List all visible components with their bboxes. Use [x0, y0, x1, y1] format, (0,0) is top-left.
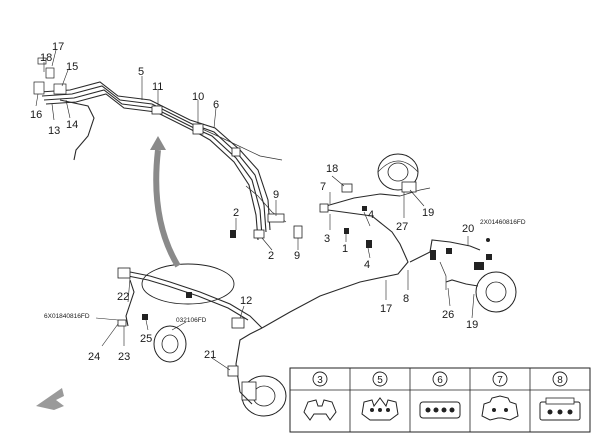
lower-left-assembly — [117, 263, 287, 417]
callout-26: 26 — [442, 309, 454, 321]
callout-14: 14 — [66, 119, 78, 131]
legend-cell-3: 3 — [312, 371, 328, 387]
callout-2-left: 2 — [233, 207, 239, 219]
callout-2-right: 2 — [268, 250, 274, 262]
callout-12: 12 — [240, 295, 252, 307]
leaders-upper-left — [35, 49, 299, 251]
callout-4-upper: 4 — [368, 209, 374, 221]
legend-cell-8: 8 — [552, 371, 568, 387]
callout-1: 1 — [342, 243, 348, 255]
callout-13: 13 — [48, 125, 60, 137]
legend-number-8: 8 — [557, 375, 563, 386]
callout-5: 5 — [138, 66, 144, 78]
part-code-center: 032106FD — [176, 317, 207, 324]
callout-labels: 18 17 15 16 13 14 5 11 10 6 9 2 2 9 18 7… — [30, 41, 478, 363]
part-code-right: 2X01460816FD — [480, 219, 526, 226]
legend-cell-5: 5 — [372, 371, 388, 387]
callout-6: 6 — [213, 99, 219, 111]
callout-15: 15 — [66, 61, 78, 73]
curved-arrow-up-icon — [150, 136, 181, 268]
callout-8: 8 — [403, 293, 409, 305]
callout-3: 3 — [324, 233, 330, 245]
front-tube-bundle — [33, 57, 303, 241]
legend-number-7: 7 — [497, 375, 503, 386]
callout-4-lower: 4 — [364, 259, 370, 271]
clip-8-icon — [539, 397, 581, 421]
callout-19-upper: 19 — [422, 207, 434, 219]
callout-21: 21 — [204, 349, 216, 361]
legend-number-5: 5 — [377, 375, 383, 386]
callout-17-top: 17 — [52, 41, 64, 53]
callout-18-mid: 18 — [326, 163, 338, 175]
callout-10: 10 — [192, 91, 204, 103]
callout-9-upper: 9 — [273, 189, 279, 201]
callout-24: 24 — [88, 351, 100, 363]
callout-7: 7 — [320, 181, 326, 193]
part-code-left: 6X01840816FD — [44, 313, 90, 320]
rear-right-assembly — [261, 153, 517, 329]
clip-3-icon — [303, 399, 337, 421]
callout-18-top: 18 — [40, 52, 52, 64]
legend-number-6: 6 — [437, 375, 443, 386]
leaders-lower-left — [95, 277, 245, 371]
clip-6-icon — [419, 401, 461, 419]
callout-17-lower: 17 — [380, 303, 392, 315]
callout-23: 23 — [118, 351, 130, 363]
clip-7-icon — [481, 395, 519, 421]
part-codes: 6X01840816FD 032106FD 2X01460816FD — [44, 219, 526, 324]
callout-11: 11 — [152, 81, 163, 93]
arrow-down-left-icon — [36, 388, 64, 410]
callout-27: 27 — [396, 221, 408, 233]
callout-20: 20 — [462, 223, 474, 235]
legend-number-3: 3 — [317, 375, 323, 386]
callout-16: 16 — [30, 109, 42, 121]
leaders-rear-right — [329, 175, 475, 319]
callout-22: 22 — [117, 291, 129, 303]
clip-legend: 3 5 6 7 8 — [289, 367, 591, 433]
legend-cell-6: 6 — [432, 371, 448, 387]
callout-9-lower: 9 — [294, 250, 300, 262]
callout-25: 25 — [140, 333, 152, 345]
clip-5-icon — [361, 397, 399, 421]
legend-cell-7: 7 — [492, 371, 508, 387]
callout-19-lower: 19 — [466, 319, 478, 331]
